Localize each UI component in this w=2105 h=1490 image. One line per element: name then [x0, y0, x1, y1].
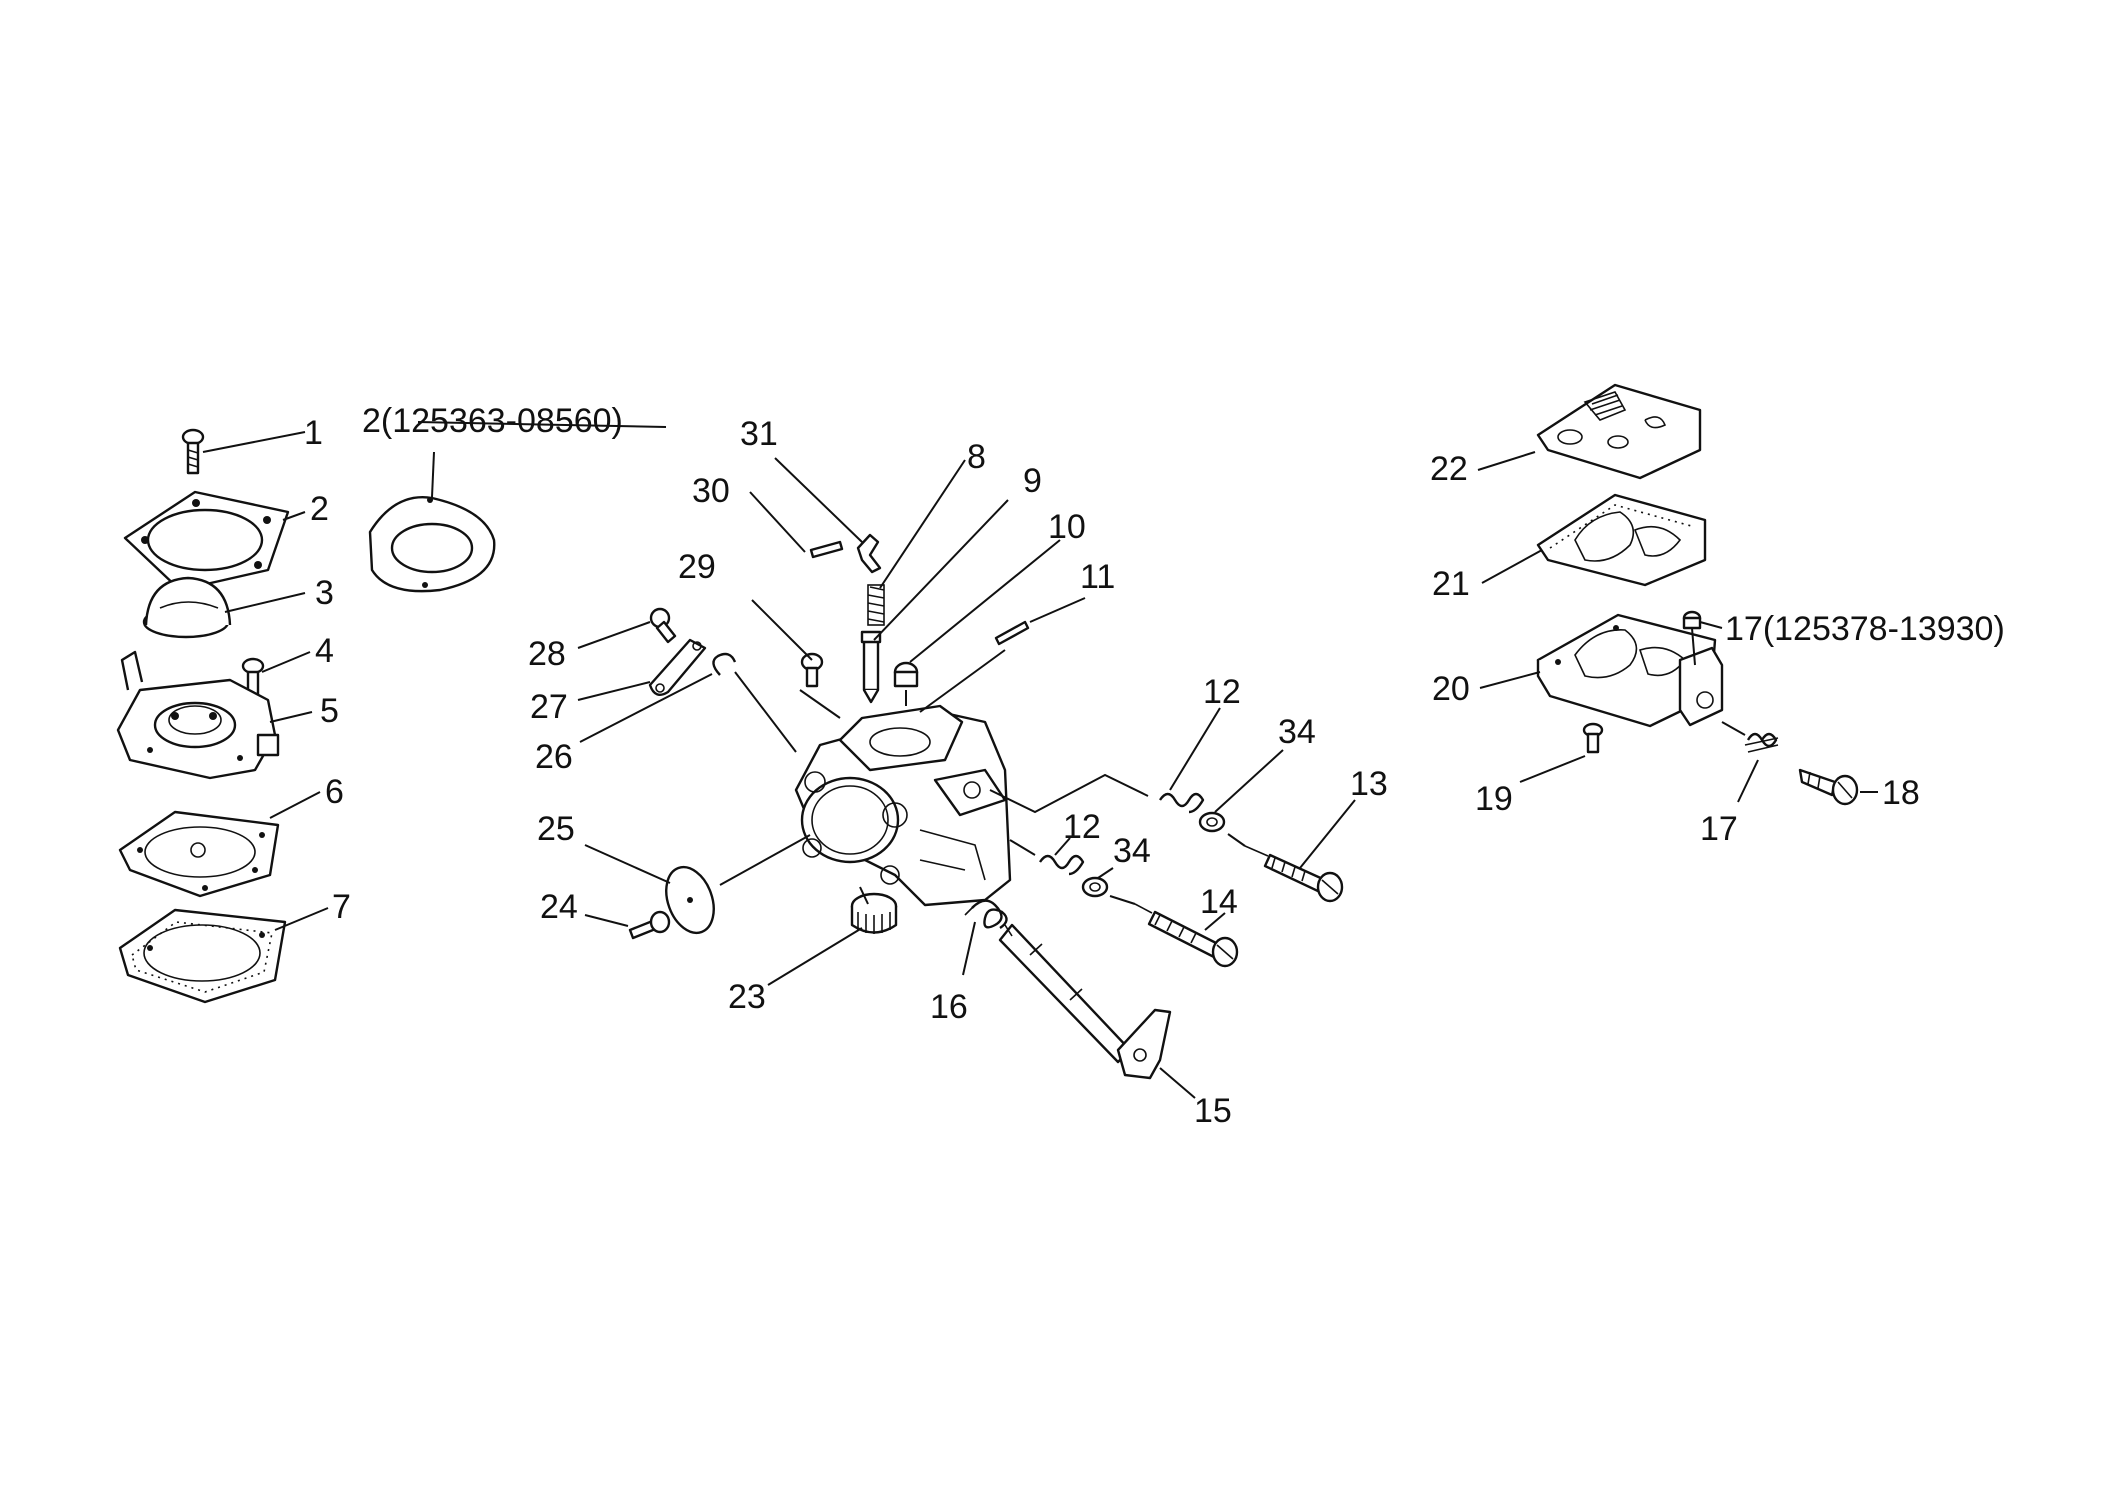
- part-5-pump-body: [116, 650, 280, 780]
- part-25-throttle-plate: [665, 865, 715, 935]
- part-14-adjust-screw: [1134, 903, 1239, 968]
- label-part-1: 1: [304, 414, 323, 452]
- label-part-15: 15: [1194, 1092, 1232, 1130]
- label-part-9: 9: [1023, 462, 1042, 500]
- part-30-pin: [809, 540, 844, 559]
- label-part-28: 28: [528, 635, 566, 673]
- label-part-3: 3: [315, 574, 334, 612]
- part-16-spring: [964, 899, 1013, 937]
- label-part-26: 26: [535, 738, 573, 776]
- label-part-17: 17: [1700, 810, 1738, 848]
- part-24-screw: [628, 910, 671, 940]
- part-17a-spring: [1744, 732, 1779, 753]
- label-part-25: 25: [537, 810, 575, 848]
- label-part-34-upper: 34: [1278, 713, 1316, 751]
- part-18-screw: [1798, 768, 1859, 806]
- label-part-34-lower: 34: [1113, 832, 1151, 870]
- label-part-29: 29: [678, 548, 716, 586]
- part-2-gasket: [123, 490, 290, 592]
- part-10-plug: [893, 661, 919, 688]
- part-12b-spring: [1039, 854, 1085, 876]
- label-part-2: 2: [310, 490, 329, 528]
- label-part-2-alt: 2(125363-08560): [362, 402, 623, 440]
- part-28-screw: [649, 607, 677, 644]
- part-22-gasket: [1536, 383, 1702, 480]
- label-part-14: 14: [1200, 883, 1238, 921]
- label-part-8: 8: [967, 438, 986, 476]
- label-part-11: 11: [1080, 558, 1115, 596]
- callout-labels: 1 2 3 4 5 6 7 2(125363-08560) 31 30 8 9 …: [304, 402, 2005, 1130]
- part-29-screw: [800, 652, 824, 688]
- part-1-screw: [181, 428, 205, 475]
- part-26-clip: [712, 652, 737, 676]
- label-part-21: 21: [1432, 565, 1470, 603]
- label-part-23: 23: [728, 978, 766, 1016]
- label-part-10: 10: [1048, 508, 1086, 546]
- part-7-gasket: [118, 908, 287, 1004]
- part-34a-washer: [1198, 811, 1226, 833]
- part-21-gasket: [1536, 493, 1707, 587]
- part-19-screw: [1582, 722, 1604, 754]
- part-31-lever: [856, 533, 882, 574]
- label-part-4: 4: [315, 632, 334, 670]
- part-body-carburetor: [794, 704, 1012, 907]
- label-part-30: 30: [692, 472, 730, 510]
- label-part-17-alt: 17(125378-13930): [1725, 610, 2005, 648]
- part-4-screw: [241, 657, 265, 696]
- part-23-filter: [850, 892, 898, 934]
- label-part-5: 5: [320, 692, 339, 730]
- part-15-throttle-shaft: [998, 923, 1172, 1080]
- label-part-13: 13: [1350, 765, 1388, 803]
- label-part-31: 31: [740, 415, 778, 453]
- label-part-7: 7: [332, 888, 351, 926]
- part-8-spring: [867, 584, 885, 626]
- label-part-22: 22: [1430, 450, 1468, 488]
- part-13-adjust-screw: [1244, 845, 1344, 903]
- label-part-12-upper: 12: [1203, 673, 1241, 711]
- leader-lines: [202, 421, 1878, 1099]
- part-27-lever: [648, 638, 707, 696]
- part-12a-spring: [1159, 792, 1205, 814]
- label-part-18: 18: [1882, 774, 1920, 812]
- label-part-20: 20: [1432, 670, 1470, 708]
- part-2-alt-gasket: [368, 496, 496, 593]
- label-part-16: 16: [930, 988, 968, 1026]
- part-34b-washer: [1081, 876, 1109, 898]
- part-17b-plug: [1682, 610, 1702, 630]
- part-6-diaphragm: [118, 810, 280, 898]
- part-9-needle: [860, 630, 882, 704]
- label-part-24: 24: [540, 888, 578, 926]
- label-part-27: 27: [530, 688, 568, 726]
- label-part-6: 6: [325, 773, 344, 811]
- label-part-19: 19: [1475, 780, 1513, 818]
- label-part-12-lower: 12: [1063, 808, 1101, 846]
- part-20-cover: [1536, 613, 1724, 728]
- part-11-pin: [994, 620, 1030, 646]
- part-3-primer-bulb: [142, 576, 232, 639]
